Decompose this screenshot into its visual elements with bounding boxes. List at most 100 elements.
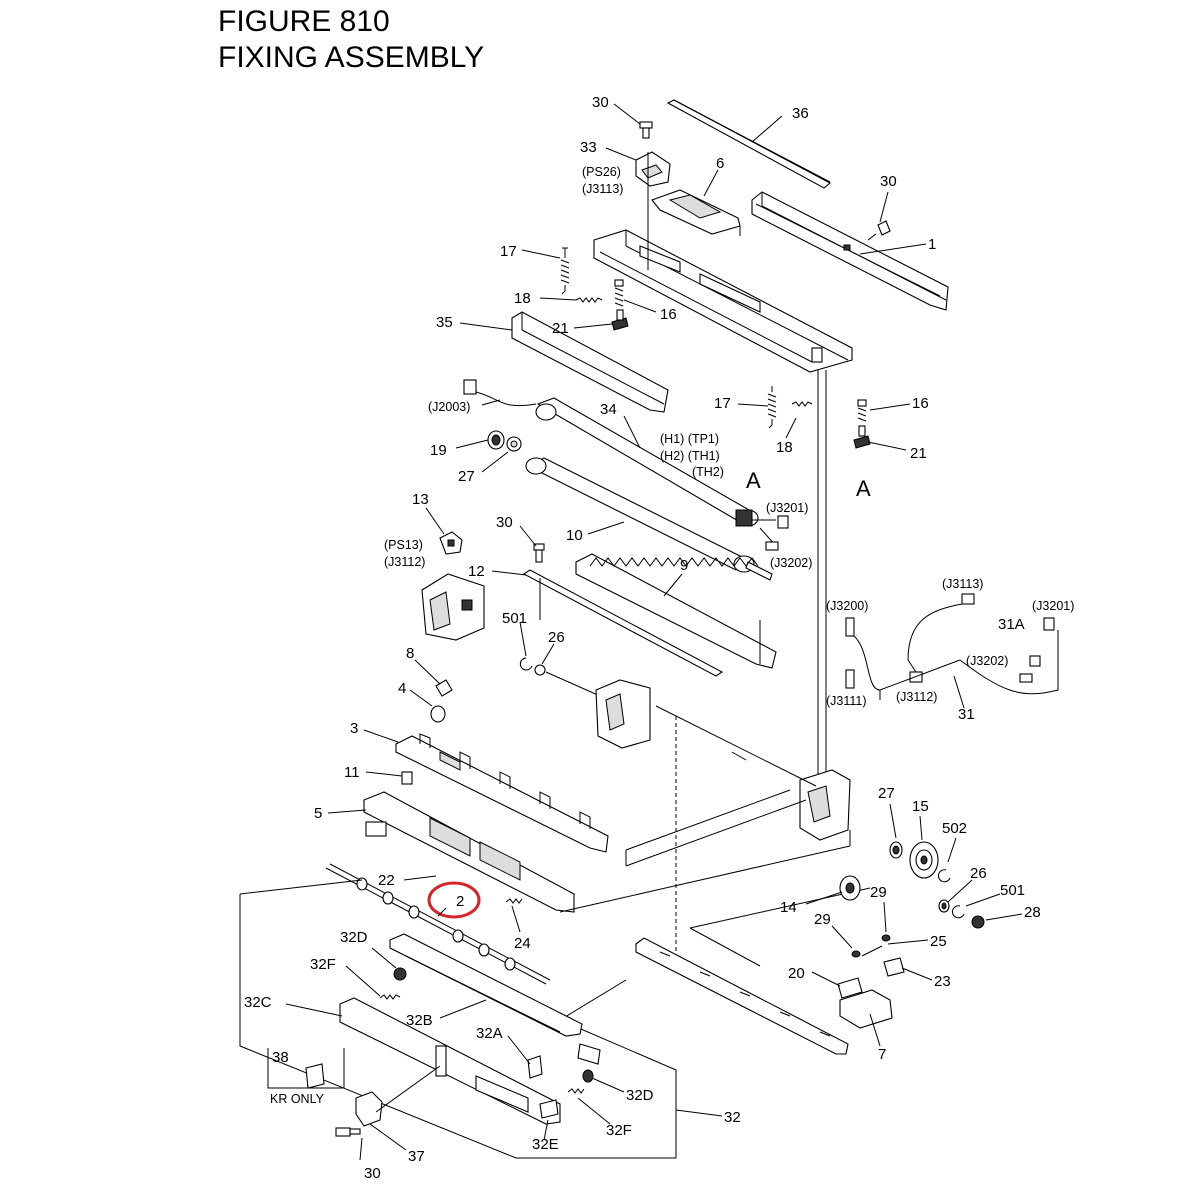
- part-32d-upper: [393, 967, 407, 981]
- label-j3200: (J3200): [826, 599, 868, 613]
- label-2: 2: [456, 893, 464, 910]
- part-23-bracket: [883, 957, 905, 977]
- label-32c: 32C: [244, 994, 272, 1011]
- part-7-lower-rail: [635, 937, 893, 1055]
- label-26: 26: [970, 865, 987, 882]
- label-32f: 32F: [606, 1122, 632, 1139]
- label-32: 32: [724, 1109, 741, 1126]
- label-j2003: (J2003): [428, 400, 470, 414]
- label-12: 12: [468, 563, 485, 580]
- part-18-spring-upper: [575, 297, 603, 303]
- part-26-bushing-left: [534, 664, 546, 676]
- part-32a-bracket: [527, 1055, 543, 1079]
- label-a-frame: A: [856, 476, 871, 501]
- part-6-plate: [651, 189, 741, 235]
- label-ps26: (PS26): [582, 165, 621, 179]
- part-32f-lower: [567, 1088, 585, 1094]
- label-ps13: (PS13): [384, 538, 423, 552]
- part-32b-plate: [389, 933, 583, 1037]
- part-10-pressure-roller: [525, 457, 773, 581]
- part-35-plate: [511, 311, 669, 413]
- label-30: 30: [364, 1165, 381, 1182]
- label-20: 20: [788, 965, 805, 982]
- highlight-circle: [427, 881, 481, 919]
- part-33-sensor-bracket: [635, 151, 671, 187]
- label-j3112: (J3112): [896, 690, 937, 704]
- figure-title: FIGURE 810 FIXING ASSEMBLY: [218, 4, 484, 76]
- part-11-sensor: [401, 771, 413, 785]
- left-side-frame: [421, 573, 485, 641]
- label-23: 23: [934, 973, 951, 990]
- part-20-lever: [837, 977, 863, 999]
- label-11: 11: [344, 764, 360, 781]
- part-18-spring-right: [791, 401, 813, 407]
- label-j3201: (J3201): [1032, 599, 1074, 613]
- callout-labels: 30 36 33 (PS26) (J3113) 6 30 1 17 18 16 …: [244, 94, 1074, 1182]
- label-32e: 32E: [532, 1136, 559, 1153]
- label-26: 26: [548, 629, 565, 646]
- part-32e-latch: [539, 1099, 559, 1119]
- screw-30-top: [639, 121, 653, 139]
- part-27-bearing-left: [506, 436, 522, 452]
- label-32d: 32D: [626, 1087, 654, 1104]
- connector-j2003: [463, 379, 537, 407]
- upper-frame: [593, 152, 853, 373]
- label-502: 502: [942, 820, 967, 837]
- label-j3112: (J3112): [384, 555, 425, 569]
- part-3-guide: [395, 733, 609, 853]
- part-4-bushing: [430, 705, 446, 723]
- part-1-rail: [751, 191, 949, 311]
- label-35: 35: [436, 314, 453, 331]
- label-18: 18: [776, 439, 793, 456]
- label-24: 24: [514, 935, 531, 952]
- label-30: 30: [592, 94, 609, 111]
- label-27: 27: [458, 468, 475, 485]
- part-37-bracket: [355, 1091, 383, 1127]
- label-h2-th1: (H2) (TH1): [660, 449, 720, 463]
- part-24-spring: [505, 898, 523, 904]
- label-37: 37: [408, 1148, 425, 1165]
- label-10: 10: [566, 527, 583, 544]
- part-17-spring-right: [767, 386, 777, 429]
- part-13-sensor: [439, 531, 463, 555]
- part-16-spring-upper: [614, 279, 624, 307]
- label-16: 16: [912, 395, 929, 412]
- middle-bracket: [595, 679, 651, 749]
- figure-name: FIXING ASSEMBLY: [218, 41, 485, 74]
- part-501-clip-right: [951, 905, 965, 919]
- label-17: 17: [714, 395, 731, 412]
- label-6: 6: [716, 155, 724, 172]
- label-29: 29: [814, 911, 831, 928]
- label-19: 19: [430, 442, 447, 459]
- part-32-outline: [239, 879, 723, 1159]
- part-16-spring-right: [857, 399, 867, 422]
- part-38-label: [267, 1048, 345, 1089]
- label-30: 30: [496, 514, 513, 531]
- label-21: 21: [910, 445, 927, 462]
- label-16: 16: [660, 306, 677, 323]
- label-34: 34: [600, 401, 617, 418]
- screw-30-middle: [533, 543, 545, 563]
- part-27-bearing-right: [889, 841, 903, 859]
- label-30: 30: [880, 173, 897, 190]
- part-26-bushing-right: [938, 899, 950, 913]
- label-j3111: (J3111): [826, 694, 867, 708]
- part-32d-lower: [582, 1069, 594, 1083]
- part-25-pin: [861, 945, 883, 957]
- label-14: 14: [780, 899, 797, 916]
- label-501: 501: [502, 610, 527, 627]
- screw-30-bottom: [335, 1127, 361, 1137]
- part-28-gear: [971, 915, 985, 929]
- part-19-gear: [487, 430, 505, 450]
- label-501: 501: [1000, 882, 1025, 899]
- label-j3113: (J3113): [942, 577, 983, 591]
- label-33: 33: [580, 139, 597, 156]
- part-36-guide-strip: [666, 99, 831, 189]
- part-22-shaft: [325, 863, 551, 985]
- label-5: 5: [314, 805, 322, 822]
- label-27: 27: [878, 785, 895, 802]
- label-j3113: (J3113): [582, 182, 623, 196]
- label-3: 3: [350, 720, 358, 737]
